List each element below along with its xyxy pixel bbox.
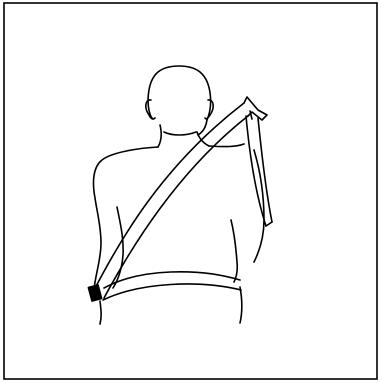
image-frame: [4, 3, 377, 379]
left-hip: [100, 301, 101, 324]
